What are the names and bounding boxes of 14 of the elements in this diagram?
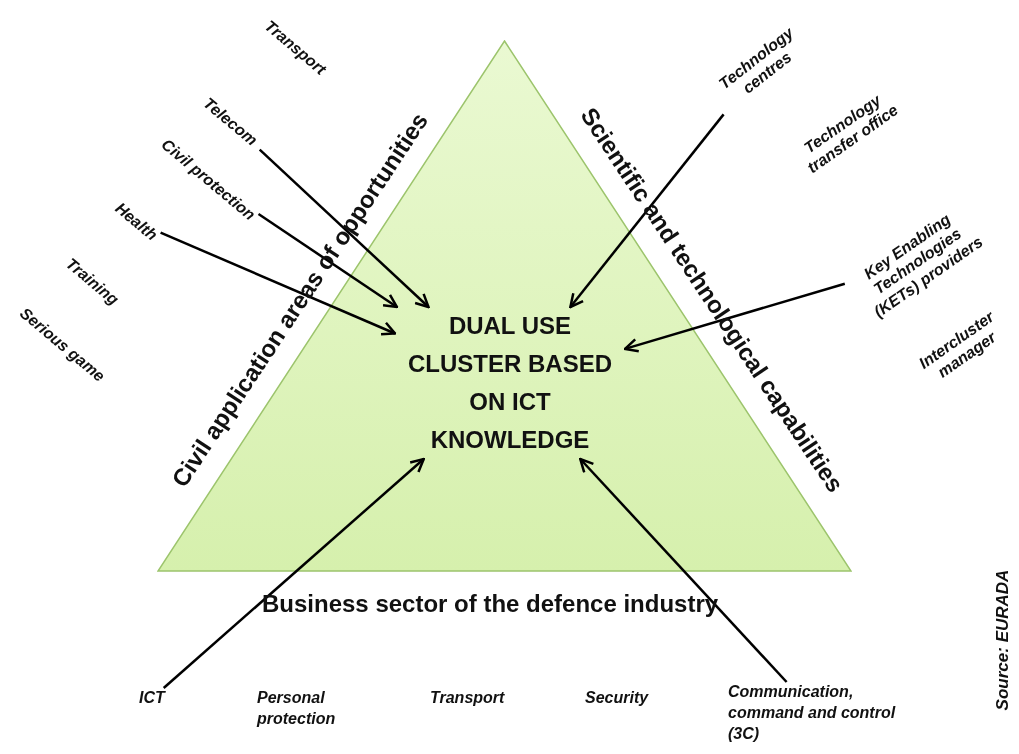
arrow — [569, 113, 725, 309]
sector-label: ICT — [139, 688, 165, 709]
arrow — [162, 457, 425, 689]
sector-label: Transport — [430, 688, 505, 708]
sector-label: Security — [585, 688, 649, 708]
sector-label: Personal protection — [257, 688, 337, 729]
sector-label: Communication, command and control (3C) — [728, 682, 903, 745]
arrow — [258, 148, 430, 309]
center-title: DUAL USE CLUSTER BASED ON ICT KNOWLEDGE — [395, 307, 625, 459]
arrow — [160, 231, 397, 336]
arrow — [257, 212, 399, 309]
arrow — [623, 282, 846, 353]
source-note: Source: EURADA — [993, 569, 1013, 711]
arrow — [579, 457, 788, 683]
